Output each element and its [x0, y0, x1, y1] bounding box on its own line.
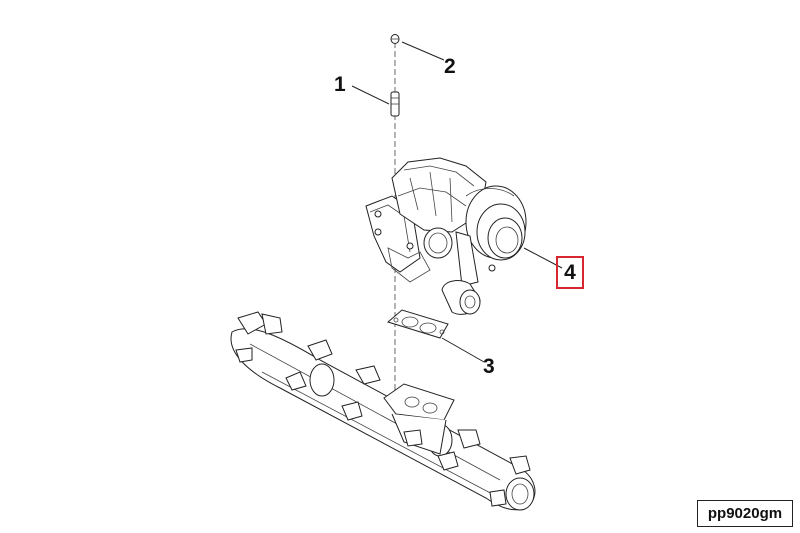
- callout-1: 1: [334, 73, 346, 96]
- part-4-turbocharger[interactable]: [365, 157, 527, 315]
- leader-line-1: [351, 85, 390, 105]
- part-1-stud[interactable]: [390, 91, 400, 117]
- leader-line-4: [523, 247, 563, 269]
- callout-3: 3: [483, 355, 495, 378]
- leader-line-2: [401, 41, 445, 61]
- exhaust-manifold: [230, 311, 536, 511]
- leader-line-3: [441, 337, 485, 363]
- callout-2: 2: [444, 55, 456, 78]
- part-3-gasket[interactable]: [386, 309, 449, 339]
- reference-code-label: pp9020gm: [697, 500, 793, 527]
- callout-4-highlighted[interactable]: 4: [556, 256, 584, 289]
- part-2-nut[interactable]: [390, 34, 400, 44]
